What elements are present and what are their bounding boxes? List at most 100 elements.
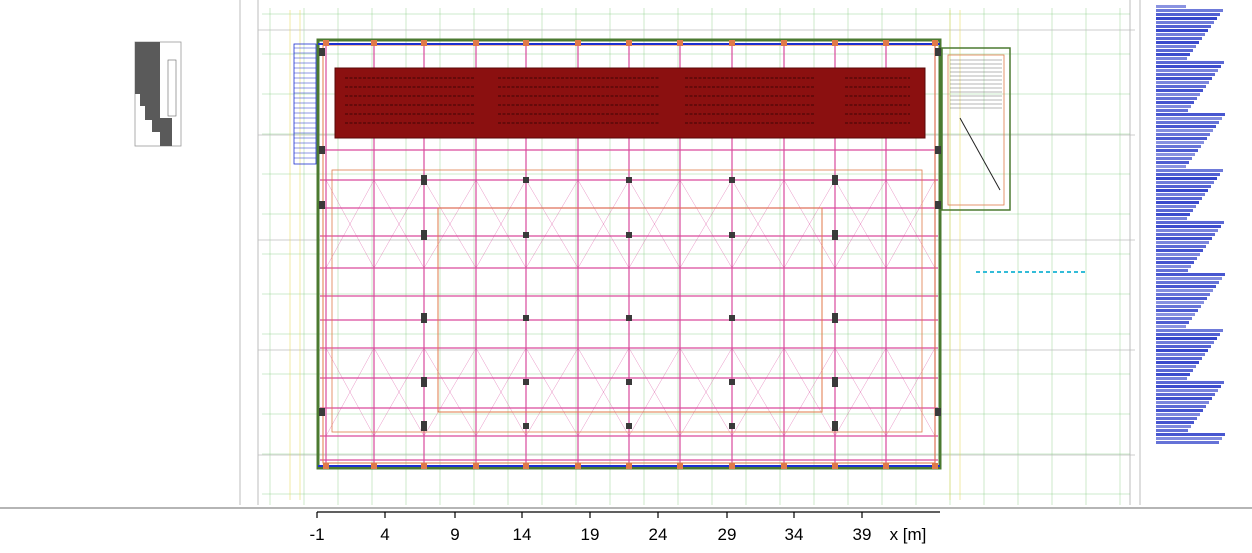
bracing bbox=[628, 347, 681, 437]
left-stair bbox=[293, 43, 317, 165]
column bbox=[626, 232, 632, 238]
column bbox=[832, 313, 838, 323]
base-plate bbox=[729, 40, 735, 46]
wall-column bbox=[319, 48, 325, 56]
bracing bbox=[325, 179, 375, 269]
column bbox=[729, 177, 735, 183]
wall-column bbox=[319, 201, 325, 209]
column bbox=[729, 232, 735, 238]
base-plate bbox=[523, 463, 529, 469]
column bbox=[421, 377, 427, 387]
base-plate bbox=[473, 463, 479, 469]
bracing bbox=[373, 347, 425, 437]
wall-column bbox=[319, 408, 325, 416]
column bbox=[523, 315, 529, 321]
axis-tick-label: -1 bbox=[309, 525, 324, 544]
columns bbox=[319, 40, 941, 469]
base-plate bbox=[323, 463, 329, 469]
axis-tick-label: 14 bbox=[513, 525, 532, 544]
column bbox=[729, 379, 735, 385]
bracing bbox=[628, 179, 681, 269]
base-plate bbox=[323, 40, 329, 46]
column bbox=[523, 177, 529, 183]
base-plate bbox=[883, 40, 889, 46]
base-plate bbox=[473, 40, 479, 46]
column bbox=[626, 423, 632, 429]
drawing-frame bbox=[239, 0, 1141, 505]
bracing bbox=[731, 179, 785, 269]
bracing bbox=[885, 179, 936, 269]
column bbox=[832, 230, 838, 240]
column bbox=[523, 232, 529, 238]
axis-tick-label: 24 bbox=[649, 525, 668, 544]
base-plate bbox=[523, 40, 529, 46]
base-plate bbox=[575, 463, 581, 469]
base-plate bbox=[677, 463, 683, 469]
bracing bbox=[577, 179, 630, 269]
axis-unit-label: x [m] bbox=[890, 525, 927, 544]
base-plate bbox=[677, 40, 683, 46]
axis-tick-label: 19 bbox=[581, 525, 600, 544]
column bbox=[421, 421, 427, 431]
column bbox=[729, 423, 735, 429]
column bbox=[626, 315, 632, 321]
wall-column bbox=[935, 146, 941, 154]
base-plate bbox=[781, 463, 787, 469]
wall-column bbox=[935, 408, 941, 416]
column bbox=[729, 315, 735, 321]
bracing bbox=[325, 347, 375, 437]
bracing bbox=[373, 179, 425, 269]
bracing bbox=[525, 179, 579, 269]
axis-tick-label: 34 bbox=[785, 525, 804, 544]
column bbox=[626, 379, 632, 385]
bracing bbox=[423, 179, 477, 269]
wall-column bbox=[935, 201, 941, 209]
bracing bbox=[885, 347, 936, 437]
base-plate bbox=[729, 463, 735, 469]
wall-column bbox=[319, 146, 325, 154]
column bbox=[832, 175, 838, 185]
stepped-section-icon bbox=[134, 41, 182, 147]
axis-tick-label: 4 bbox=[380, 525, 389, 544]
base-plate bbox=[932, 463, 938, 469]
base-plate bbox=[371, 40, 377, 46]
bracing bbox=[834, 347, 887, 437]
column bbox=[626, 177, 632, 183]
base-plate bbox=[832, 40, 838, 46]
bracing bbox=[731, 347, 785, 437]
base-plate bbox=[932, 40, 938, 46]
base-plate bbox=[421, 463, 427, 469]
bracing bbox=[423, 347, 477, 437]
column bbox=[421, 313, 427, 323]
bracing bbox=[783, 347, 836, 437]
seating-tribune bbox=[334, 67, 926, 139]
base-plate bbox=[371, 463, 377, 469]
column bbox=[421, 230, 427, 240]
bracing bbox=[679, 347, 733, 437]
bracing bbox=[679, 179, 733, 269]
base-plate bbox=[626, 40, 632, 46]
column bbox=[421, 175, 427, 185]
bracing bbox=[834, 179, 887, 269]
drawing-legend-text bbox=[1156, 4, 1226, 504]
base-plate bbox=[421, 40, 427, 46]
base-plate bbox=[575, 40, 581, 46]
stair-annex bbox=[941, 47, 1011, 211]
base-plate bbox=[626, 463, 632, 469]
bracing bbox=[475, 347, 527, 437]
axis-tick-label: 9 bbox=[450, 525, 459, 544]
column bbox=[832, 377, 838, 387]
column bbox=[523, 423, 529, 429]
column bbox=[523, 379, 529, 385]
bracing bbox=[783, 179, 836, 269]
base-plate bbox=[832, 463, 838, 469]
bracing bbox=[475, 179, 527, 269]
column bbox=[832, 421, 838, 431]
base-plate bbox=[781, 40, 787, 46]
axis-tick-label: 29 bbox=[718, 525, 737, 544]
bracing bbox=[525, 347, 579, 437]
wall-column bbox=[935, 48, 941, 56]
